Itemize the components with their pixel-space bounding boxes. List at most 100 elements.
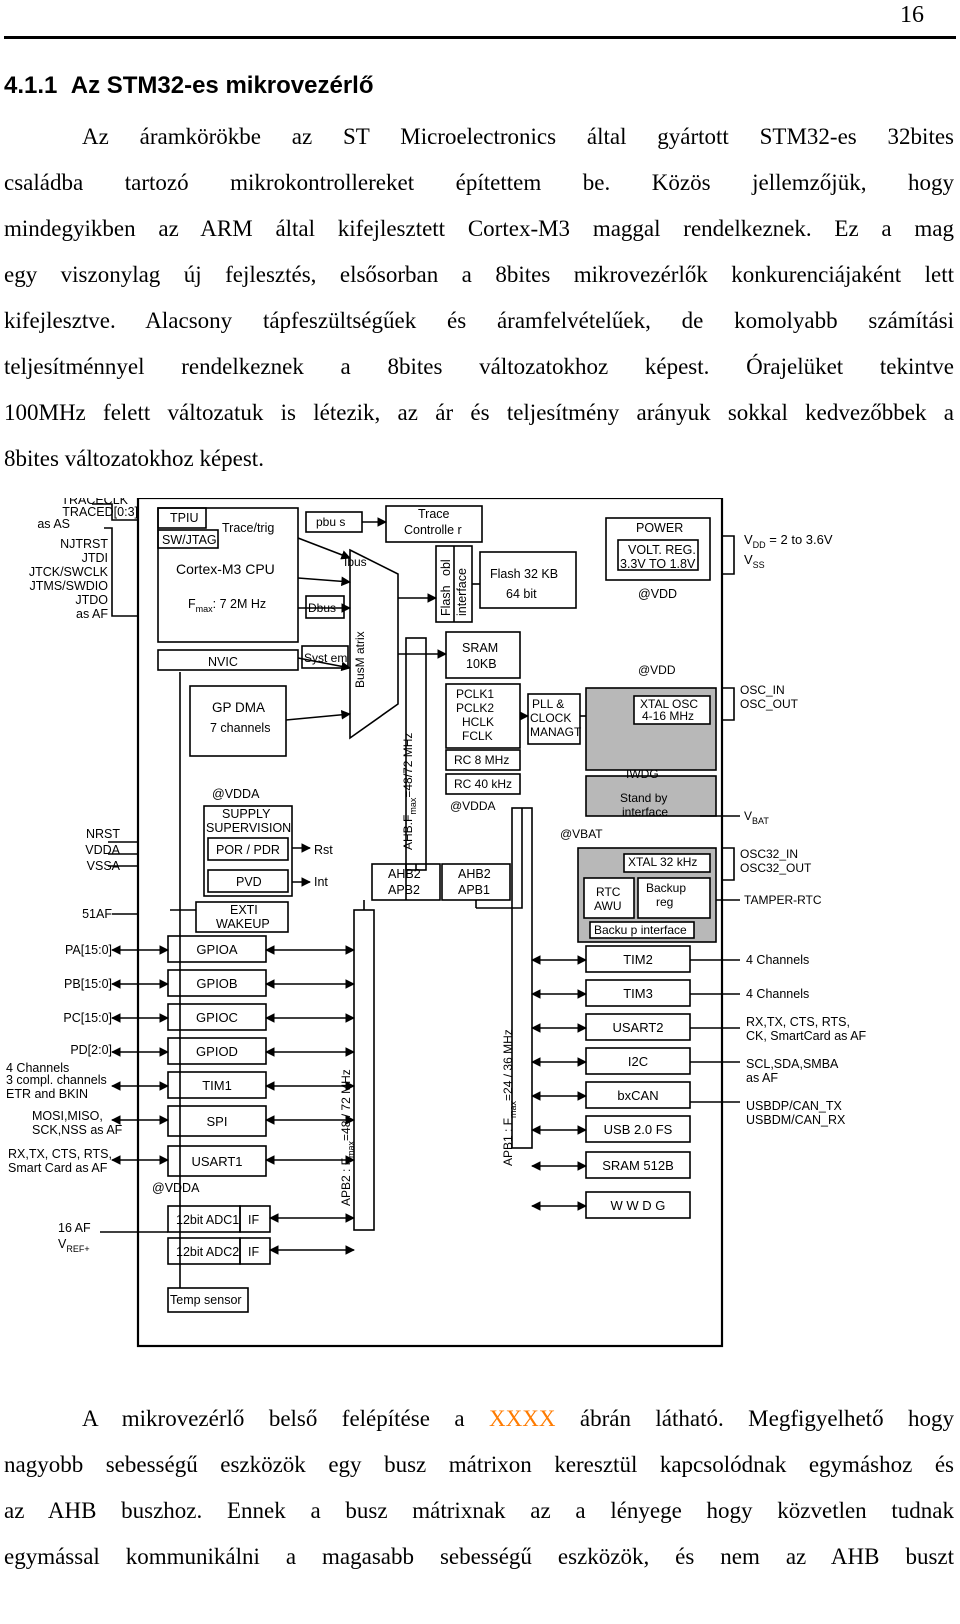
tim1-label: TIM1	[202, 1078, 232, 1093]
xtal-osc-label: XTAL OSC	[640, 697, 698, 711]
obl-label: obl	[439, 559, 453, 576]
signal-pb: PB[15:0]	[64, 977, 112, 991]
signal-traceclk: TRACECLK	[61, 498, 128, 507]
text-line: egymással kommunikálni a magasabb sebess…	[4, 1544, 954, 1569]
stm32-block-diagram: TRACECLK TRACED[0:3] as AS NJTRST JTDI J…	[6, 498, 867, 1348]
pbus-label: pbu s	[316, 515, 345, 529]
apb1-label: APB1 : Fmax=24 / 36 MHz	[501, 1029, 518, 1166]
tim3-channels: 4 Channels	[746, 987, 809, 1001]
swjtag-label: SW/JTAG	[162, 533, 217, 547]
section-heading: 4.1.1 Az STM32-es mikrovezérlő	[4, 72, 374, 100]
vss-label: VSS	[744, 552, 765, 570]
osc-in-label: OSC_IN	[740, 683, 785, 697]
fmax-label: Fmax: 7 2M Hz	[188, 597, 266, 614]
gpdma-channels: 7 channels	[210, 721, 270, 735]
text-line: egy viszonylag új fejlesztés, elsősorban…	[4, 262, 954, 287]
tpiu-label: TPIU	[170, 511, 198, 525]
flash-if-label: Flash	[439, 585, 453, 616]
paragraph-2: A mikrovezérlő belső felépítése a XXXX á…	[4, 1396, 954, 1580]
signal-vdda: VDDA	[85, 843, 120, 857]
adc2-if: IF	[248, 1245, 259, 1259]
i2c-signals-2: as AF	[746, 1071, 778, 1085]
signal-jtdi: JTDI	[82, 551, 108, 565]
usb-label: USB 2.0 FS	[604, 1122, 673, 1137]
signal-vref: VREF+	[58, 1237, 90, 1254]
text-segment: ábrán látható. Megfigyelhető hogy	[555, 1406, 955, 1431]
ahb2-apb2-bottom: APB2	[388, 883, 420, 897]
standby-label: Stand by	[620, 791, 667, 805]
signal-spi-mosi: MOSI,MISO,	[32, 1109, 103, 1123]
rc8-label: RC 8 MHz	[454, 753, 509, 767]
por-label: POR / PDR	[216, 843, 280, 857]
clock-at-vdda: @VDDA	[450, 799, 496, 813]
pclk1-label: PCLK1	[456, 687, 494, 701]
backup-label: Backup	[646, 881, 686, 895]
signal-jtms: JTMS/SWDIO	[30, 579, 109, 593]
signal-as-as: as AS	[37, 517, 70, 531]
ahb2-apb1-bottom: APB1	[458, 883, 490, 897]
spi-label: SPI	[207, 1114, 228, 1129]
xtal-freq-label: 4-16 MHz	[642, 709, 694, 723]
signal-jtdo: JTDO	[75, 593, 108, 607]
busmatrix-label: BusM atrix	[353, 631, 367, 688]
figure-reference: XXXX	[489, 1406, 556, 1431]
apb2-label: APB2 : Fmax=48 / 72 MHz	[339, 1069, 356, 1206]
tim3-label: TIM3	[623, 986, 653, 1001]
pvd-label: PVD	[236, 875, 262, 889]
signal-tim1-etr: ETR and BKIN	[6, 1087, 88, 1101]
volt-range-label: 3.3V TO 1.8V	[620, 557, 696, 571]
supervision-at-vdda: @VDDA	[212, 787, 260, 801]
usb-signals-2: USBDM/CAN_RX	[746, 1113, 846, 1127]
rtc-label: RTC	[596, 885, 621, 899]
dbus-label: Dbus	[308, 601, 336, 615]
signal-pc: PC[15:0]	[63, 1011, 112, 1025]
gpiob-label: GPIOB	[196, 976, 237, 991]
text-line: mindegyikben az ARM által kifejlesztett …	[4, 216, 954, 241]
iwdg-label: IWDG	[626, 767, 659, 781]
osc32-out-label: OSC32_OUT	[740, 861, 812, 875]
signal-nrst: NRST	[86, 827, 120, 841]
text-line: 8bites változatokhoz képest.	[4, 446, 264, 471]
adc1-if: IF	[248, 1213, 259, 1227]
osc-out-label: OSC_OUT	[740, 697, 799, 711]
ahb2-apb2-top: AHB2	[388, 867, 421, 881]
clock-at-vdd: @VDD	[638, 663, 676, 677]
ahb-label: AHB:Fmax=48/72 MHz	[401, 733, 418, 850]
text-line: Az áramkörökbe az ST Microelectronics ál…	[82, 124, 954, 149]
signal-usart1-rx: RX,TX, CTS, RTS,	[8, 1147, 112, 1161]
section-number: 4.1.1	[4, 72, 58, 99]
ahb2-apb1-top: AHB2	[458, 867, 491, 881]
text-line: családba tartozó mikrokontrollereket épí…	[4, 170, 954, 195]
gpioa-label: GPIOA	[196, 942, 238, 957]
nvic-label: NVIC	[208, 655, 238, 669]
reg-label: reg	[656, 895, 673, 909]
signal-tim1-channels: 4 Channels	[6, 1061, 69, 1075]
bxcan-label: bxCAN	[617, 1088, 658, 1103]
rst-label: Rst	[314, 843, 333, 857]
temp-sensor-label: Temp sensor	[170, 1293, 242, 1307]
signal-pa: PA[15:0]	[65, 943, 112, 957]
adc1-label: 12bit ADC1	[176, 1213, 239, 1227]
signal-vssa: VSSA	[87, 859, 121, 873]
gpdma-label: GP DMA	[212, 700, 265, 715]
trace-ctrl-label: Trace	[418, 507, 450, 521]
sram512-label: SRAM 512B	[602, 1158, 674, 1173]
wakeup-label: WAKEUP	[216, 917, 270, 931]
text-line: A mikrovezérlő belső felépítése a XXXX á…	[4, 1396, 954, 1442]
supply-label: SUPPLY	[222, 807, 271, 821]
i2c-label: I2C	[628, 1054, 648, 1069]
flash-bits: 64 bit	[506, 587, 537, 601]
adc2-label: 12bit ADC2	[176, 1245, 239, 1259]
volt-reg-label: VOLT. REG.	[628, 543, 696, 557]
usb-signals: USBDP/CAN_TX	[746, 1099, 843, 1113]
cortex-label: Cortex-M3 CPU	[176, 561, 275, 577]
managt-label: MANAGT	[530, 725, 582, 739]
signal-traced: TRACED[0:3]	[62, 505, 138, 519]
clock-label: CLOCK	[530, 711, 571, 725]
trace-trig-label: Trace/trig	[222, 521, 274, 535]
text-line: nagyobb sebességű eszközök egy busz mátr…	[4, 1452, 954, 1477]
signal-njtrst: NJTRST	[60, 537, 108, 551]
i2c-signals: SCL,SDA,SMBA	[746, 1057, 839, 1071]
sram-label: SRAM	[462, 641, 498, 655]
xtal32-label: XTAL 32 kHz	[628, 855, 697, 869]
